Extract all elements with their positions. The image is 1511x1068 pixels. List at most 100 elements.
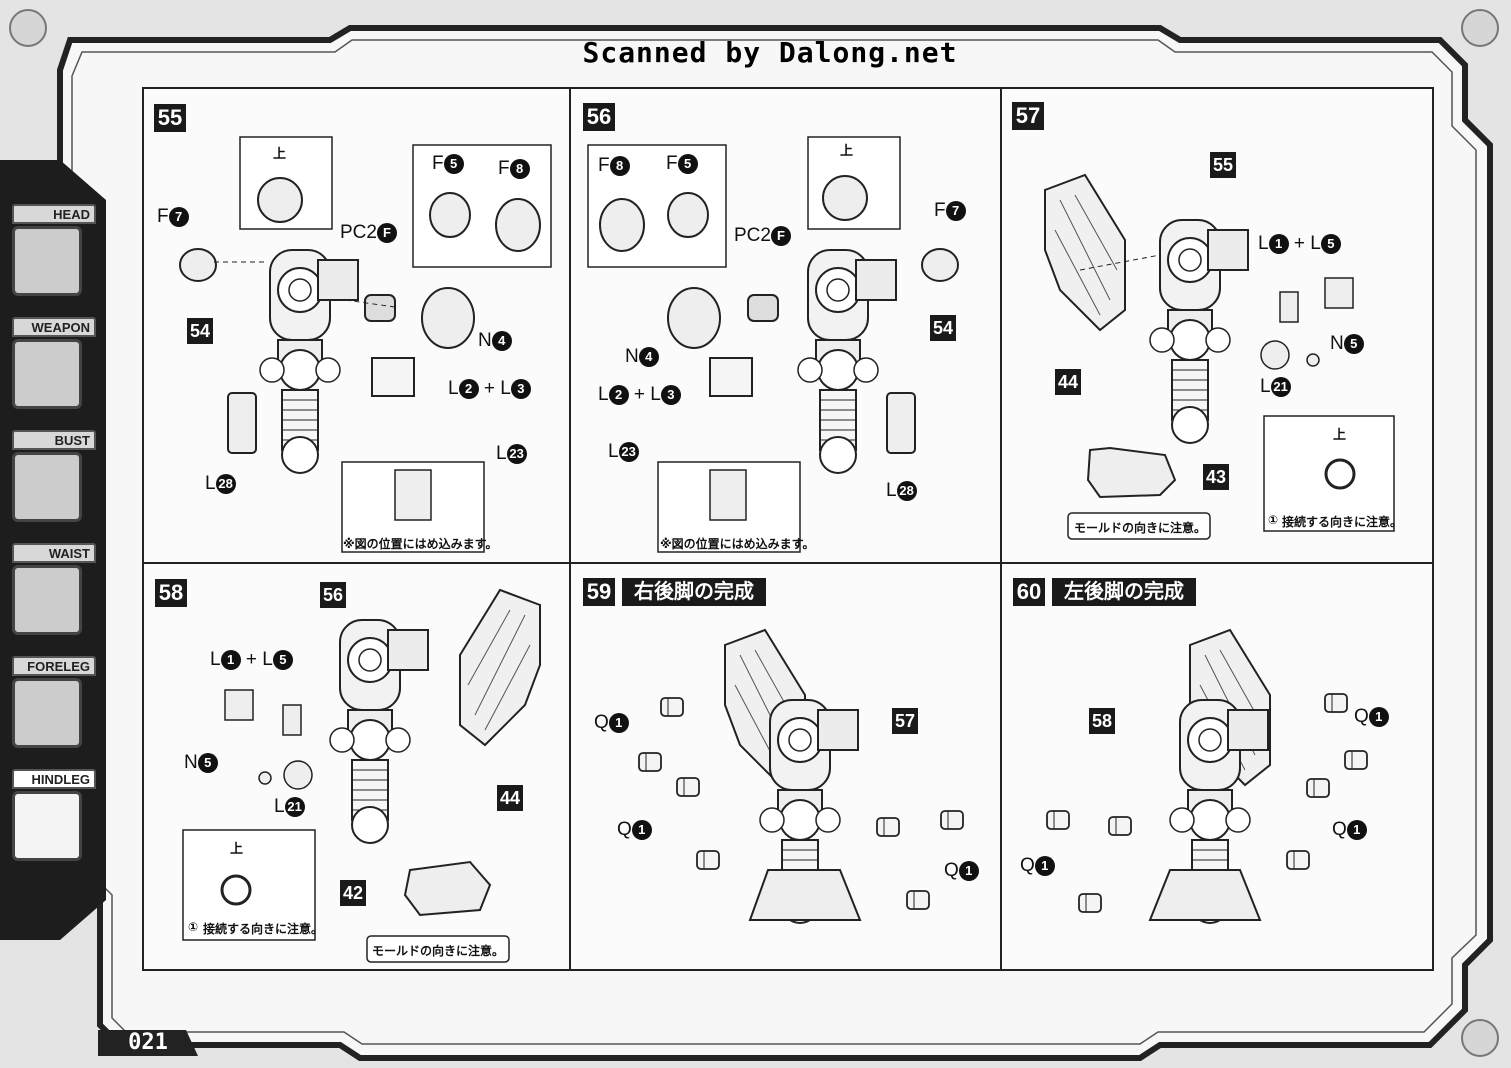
sidebar-tab-label: WAIST [12,543,96,563]
runner-letter: Q [594,712,609,733]
part-number-circle: 1 [631,819,652,840]
weapon-thumbnail-icon [12,339,82,409]
direction-up-label: 上 [273,146,287,161]
runner-letter: L [1258,233,1269,254]
part-number-circle: 5 [677,153,698,174]
runner-letter: L [650,384,661,405]
part-number-circle: 3 [510,378,531,399]
bust-thumbnail-icon [12,452,82,522]
direction-up-label: 上 [1333,427,1347,442]
runner-letter: L [496,443,507,464]
part-number-circle: 21 [284,796,305,817]
runner-letter: F [666,153,678,174]
runner-letter: L [205,473,216,494]
direction-up-label: 上 [230,841,244,856]
plus-sign: + [1293,233,1305,254]
part-number-circle: 7 [945,200,966,221]
part-number-circle: 4 [638,346,659,367]
sidebar-tab-bust[interactable]: BUST [8,430,96,530]
part-number-circle: 5 [443,153,464,174]
sidebar-tab-label: FORELEG [12,656,96,676]
runner-letter: Q [1020,855,1035,876]
caution-icon: ① [1268,513,1279,527]
part-number-circle: 2 [458,378,479,399]
part-number-circle: 1 [1034,855,1055,876]
part-number-circle: 28 [215,473,236,494]
part-number-circle: 23 [618,441,639,462]
part-number-circle: 1 [1368,706,1389,727]
sidebar-tab-label: BUST [12,430,96,450]
plus-sign: + [483,378,495,399]
part-number-badge: 55 [1210,152,1236,178]
plus-sign: + [633,384,645,405]
sidebar-tab-hindleg[interactable]: HINDLEG [8,769,96,869]
runner-letter: N [625,346,639,367]
part-number-badge: 43 [1203,464,1229,490]
sidebar-tab-waist[interactable]: WAIST [8,543,96,643]
sidebar-tab-weapon[interactable]: WEAPON [8,317,96,417]
part-number-badge: 57 [892,708,918,734]
part-number-circle: 7 [168,206,189,227]
scan-credit: Scanned by Dalong.net [582,36,958,69]
part-number-circle: F [770,225,791,246]
runner-letter: L [1310,233,1321,254]
runner-letter: N [478,330,492,351]
step-number: 58 [155,579,187,607]
part-number-circle: 21 [1270,376,1291,397]
caution-icon: ① [188,920,199,934]
head-thumbnail-icon [12,226,82,296]
step-number: 56 [583,103,615,131]
part-number-circle: 1 [1346,819,1367,840]
part-number-circle: 1 [958,860,979,881]
instruction-note: モールドの向きに注意。 [372,944,505,958]
page-number: 021 [98,1030,198,1056]
part-number-circle: 5 [1320,233,1341,254]
part-number-circle: 5 [272,649,293,670]
step-title: 左後脚の完成 [1052,578,1196,606]
sidebar-tab-foreleg[interactable]: FORELEG [8,656,96,756]
part-number-badge: 54 [187,318,213,344]
runner-letter: F [432,153,444,174]
part-number-circle: 1 [220,649,241,670]
sidebar-tab-head[interactable]: HEAD [8,204,96,304]
runner-letter: L [500,378,511,399]
runner-letter: Q [1332,819,1347,840]
section-sidebar: HEAD WEAPON BUST WAIST FORELEG HINDLEG [0,160,106,904]
part-number-circle: 2 [608,384,629,405]
instruction-note: ※図の位置にはめ込みます。 [660,537,815,551]
part-number-circle: 8 [609,155,630,176]
runner-letter: Q [1354,706,1369,727]
runner-letter: L [210,649,221,670]
step-title: 右後脚の完成 [622,578,766,606]
part-number-badge: 54 [930,315,956,341]
sidebar-tab-label: WEAPON [12,317,96,337]
part-number-circle: 1 [1268,233,1289,254]
grid-divider-h [143,562,1433,564]
grid-divider-v1 [569,88,571,970]
plus-sign: + [245,649,257,670]
runner-letter: N [184,752,198,773]
runner-letter: N [1330,333,1344,354]
part-number-circle: F [376,222,397,243]
instruction-note: 接続する向きに注意。 [1282,515,1403,529]
waist-thumbnail-icon [12,565,82,635]
